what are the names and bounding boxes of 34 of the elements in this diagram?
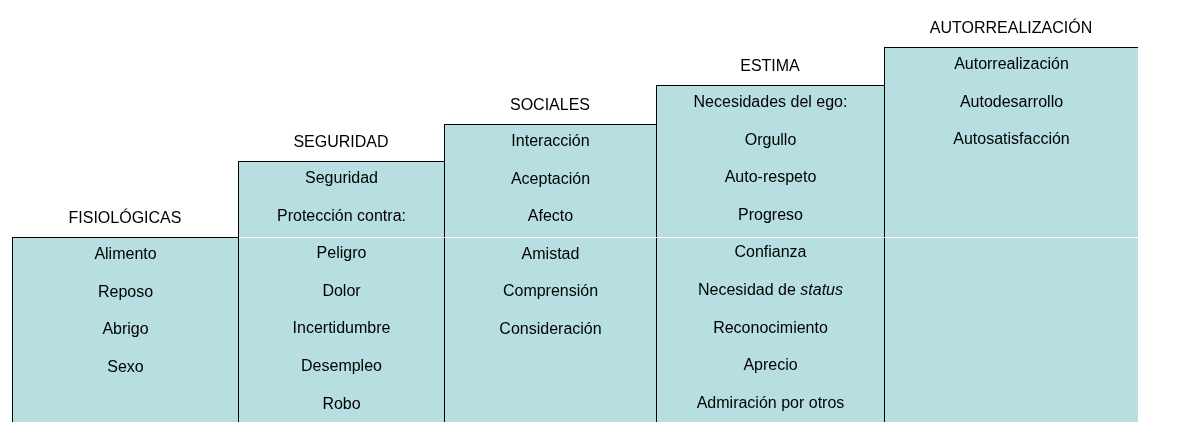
- need-item: Admiración por otros: [695, 392, 846, 413]
- need-item: Comprensión: [501, 281, 600, 302]
- need-item: Confianza: [733, 242, 808, 263]
- need-item: Amistad: [520, 243, 581, 264]
- need-item: Aprecio: [742, 355, 799, 376]
- need-item: Seguridad: [304, 168, 379, 188]
- level-heading: SOCIALES: [509, 95, 591, 115]
- need-item: Progreso: [737, 204, 804, 225]
- need-item: Dolor: [321, 280, 362, 301]
- level-heading: SEGURIDAD: [292, 132, 390, 152]
- need-item: Necesidades del ego:: [692, 92, 849, 112]
- need-item: Protección contra:: [276, 205, 407, 226]
- need-item: Aceptación: [509, 168, 592, 189]
- need-item: Auto-respeto: [723, 167, 818, 188]
- level-heading: FISIOLÓGICAS: [67, 207, 183, 228]
- need-item: Abrigo: [101, 319, 150, 340]
- need-item: Robo: [321, 393, 362, 414]
- need-item: Necesidad de status: [697, 279, 844, 300]
- need-item: Reconocimiento: [712, 317, 829, 338]
- need-item: Incertidumbre: [291, 318, 392, 339]
- need-item: Autodesarrollo: [958, 91, 1065, 112]
- need-item: Desempleo: [300, 355, 383, 376]
- need-item: Alimento: [93, 244, 158, 264]
- level-heading: ESTIMA: [739, 56, 801, 76]
- need-item: Autorrealización: [953, 54, 1070, 74]
- need-item: Orgullo: [743, 129, 798, 150]
- need-item: Sexo: [106, 356, 145, 377]
- need-item: Peligro: [315, 243, 368, 264]
- need-item: Interacción: [510, 131, 591, 151]
- need-item: Consideración: [498, 318, 603, 339]
- need-item: Autosatisfacción: [952, 129, 1071, 150]
- level-heading: AUTORREALIZACIÓN: [928, 17, 1094, 38]
- need-item: Reposo: [96, 281, 155, 302]
- need-item: Afecto: [526, 206, 575, 227]
